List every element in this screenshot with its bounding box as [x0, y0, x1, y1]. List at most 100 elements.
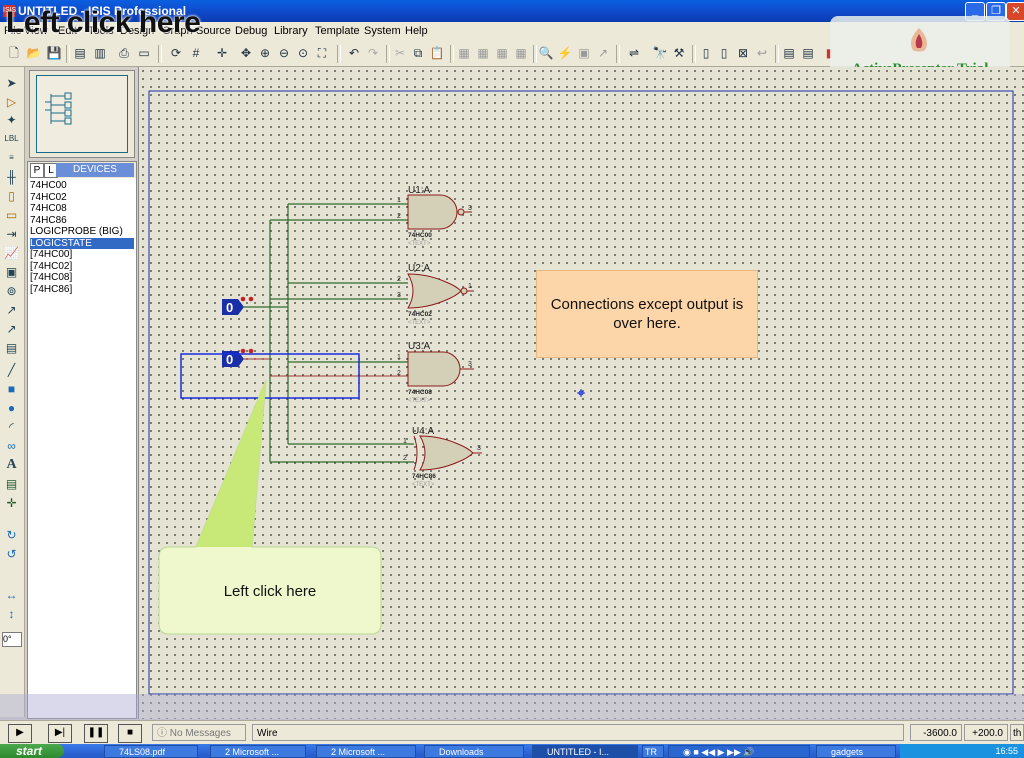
gate-u2-nor[interactable]: U2:A 2 3 1 74HC02 <TEXT> — [397, 263, 474, 326]
taskbar-gadgets[interactable]: gadgets — [816, 745, 896, 758]
property-tool-icon[interactable]: ⚒ — [673, 46, 685, 60]
electrical-rules-icon[interactable]: ▤ — [802, 46, 814, 60]
package-tool-icon[interactable]: ▣ — [578, 46, 590, 60]
wire-autorouter-icon[interactable]: ⇌ — [628, 46, 640, 60]
start-button[interactable]: start — [0, 744, 64, 758]
remove-sheet-icon[interactable]: ▯ — [720, 46, 728, 60]
path-tool-icon[interactable]: ∞ — [7, 439, 16, 453]
close-button[interactable]: ✕ — [1006, 2, 1024, 21]
menu-source[interactable]: Source — [196, 25, 231, 37]
play-button[interactable]: ▶ — [8, 724, 32, 743]
block-rotate-icon[interactable]: ▦ — [496, 46, 508, 60]
logicstate-1[interactable]: 0 — [222, 348, 254, 367]
menu-file[interactable]: File — [4, 25, 22, 37]
symbol-tool-icon[interactable]: ▤ — [5, 477, 18, 491]
bill-of-materials-icon[interactable]: ▤ — [783, 46, 795, 60]
generator-icon[interactable]: ⊚ — [6, 284, 17, 298]
new-file-icon[interactable]: 🗋 — [9, 46, 19, 60]
subcircuit-icon[interactable]: ▯ — [8, 189, 15, 203]
device-list-item[interactable]: [74HC08] — [30, 272, 73, 283]
text-tool-icon[interactable]: A — [6, 457, 17, 472]
device-list-item[interactable]: [74HC02] — [30, 260, 73, 272]
cut-icon[interactable]: ✂ — [394, 46, 406, 60]
menu-view[interactable]: View — [24, 25, 48, 37]
stop-button[interactable]: ■ — [118, 724, 142, 743]
print-icon[interactable]: ⎙ — [119, 46, 129, 60]
copy-icon[interactable]: ⧉ — [413, 46, 423, 60]
box-tool-icon[interactable]: ■ — [7, 382, 16, 396]
block-delete-icon[interactable]: ▦ — [515, 46, 527, 60]
library-manager-button[interactable]: L — [44, 163, 58, 178]
current-probe-icon[interactable]: ↗ — [6, 322, 17, 336]
menu-help[interactable]: Help — [405, 25, 428, 37]
selection-mode-icon[interactable]: ➤ — [6, 76, 17, 90]
block-move-icon[interactable]: ▦ — [477, 46, 489, 60]
rotate-ccw-icon[interactable]: ↺ — [6, 547, 17, 561]
rotate-cw-icon[interactable]: ↻ — [6, 528, 17, 542]
undo-icon[interactable]: ↶ — [348, 46, 360, 60]
zoom-in-icon[interactable]: ⊕ — [259, 46, 271, 60]
mirror-horizontal-icon[interactable]: ↔ — [5, 588, 18, 602]
menu-system[interactable]: System — [364, 25, 401, 37]
junction-dot-icon[interactable]: ✦ — [6, 113, 17, 127]
netlist-icon[interactable]: ▮ — [825, 46, 833, 60]
pick-device-button[interactable]: P — [30, 163, 44, 178]
decompose-icon[interactable]: ↗ — [597, 46, 609, 60]
zoom-area-icon[interactable]: ⛶ — [317, 46, 327, 60]
device-list-item[interactable]: [74HC00] — [30, 249, 73, 260]
circle-tool-icon[interactable]: ● — [7, 401, 16, 415]
import-icon[interactable]: ▤ — [74, 46, 86, 60]
block-copy-icon[interactable]: ▦ — [458, 46, 470, 60]
rotation-angle-field[interactable]: 0° — [2, 632, 22, 647]
redo-icon[interactable]: ↷ — [367, 46, 379, 60]
grid-icon[interactable]: # — [192, 46, 200, 60]
step-button[interactable]: ▶| — [48, 724, 72, 743]
component-mode-icon[interactable]: ▷ — [6, 95, 17, 109]
messages-field[interactable]: ⓘ No Messages — [152, 724, 246, 741]
menu-library[interactable]: Library — [274, 25, 308, 37]
arc-tool-icon[interactable]: ◜ — [9, 420, 14, 434]
search-tag-icon[interactable]: 🔭 — [652, 46, 668, 60]
device-list-item-selected[interactable]: LOGICSTATE — [30, 237, 134, 249]
graph-mode-icon[interactable]: 📈 — [4, 246, 19, 260]
device-list-item[interactable]: 74HC08 — [30, 203, 67, 214]
device-list-item[interactable]: 74HC02 — [30, 191, 67, 203]
pick-device-icon[interactable]: 🔍 — [538, 46, 554, 60]
buses-icon[interactable]: ╫ — [7, 170, 16, 184]
pause-button[interactable]: ❚❚ — [84, 724, 108, 743]
menu-edit[interactable]: Edit — [58, 25, 77, 37]
line-tool-icon[interactable]: ╱ — [7, 363, 16, 377]
menu-tools[interactable]: Tools — [88, 25, 114, 37]
menu-template[interactable]: Template — [315, 25, 360, 37]
menu-debug[interactable]: Debug — [235, 25, 268, 37]
open-file-icon[interactable]: 📂 — [26, 46, 42, 60]
wire-label-icon[interactable]: LBL — [4, 134, 19, 143]
zoom-out-icon[interactable]: ⊖ — [278, 46, 290, 60]
selected-wire[interactable] — [244, 358, 408, 377]
gate-u4-xor[interactable]: U4:A 1 2 3 74HC86 <TEXT> — [403, 426, 482, 488]
zoom-all-icon[interactable]: ⊙ — [297, 46, 309, 60]
redraw-icon[interactable]: ⟳ — [170, 46, 182, 60]
menu-graph[interactable]: Graph — [162, 25, 193, 37]
gate-u3-and[interactable]: U3:A 1 2 3 74HC08 <TEXT> — [397, 341, 474, 404]
origin-icon[interactable]: ✛ — [216, 46, 228, 60]
overview-window[interactable] — [29, 70, 135, 158]
save-icon[interactable]: 💾 — [46, 46, 62, 60]
gate-u1-nand[interactable]: U1:A 1 2 3 74HC00 <TEXT> — [397, 185, 472, 247]
virtual-instruments-icon[interactable]: ▤ — [5, 341, 18, 355]
mirror-vertical-icon[interactable]: ↕ — [8, 607, 15, 621]
make-device-icon[interactable]: ⚡ — [557, 46, 573, 60]
taskbar-item[interactable]: TR — [642, 745, 664, 758]
paste-icon[interactable]: 📋 — [429, 46, 445, 60]
marker-tool-icon[interactable]: ✛ — [6, 496, 17, 510]
menu-design[interactable]: Design — [120, 25, 155, 37]
text-script-icon[interactable]: ≡ — [9, 153, 14, 162]
taskbar-item-active[interactable]: UNTITLED - I... — [532, 745, 638, 758]
taskbar-item[interactable]: 2 Microsoft ... — [316, 745, 416, 758]
page-icon[interactable]: ▭ — [138, 46, 150, 60]
device-list-item[interactable]: 74HC00 — [30, 180, 67, 191]
device-list-item[interactable]: 74HC86 — [30, 214, 67, 226]
taskbar-item[interactable]: 2 Microsoft ... — [210, 745, 306, 758]
device-pins-icon[interactable]: ⇥ — [6, 227, 17, 241]
device-list-item[interactable]: [74HC86] — [30, 283, 73, 295]
